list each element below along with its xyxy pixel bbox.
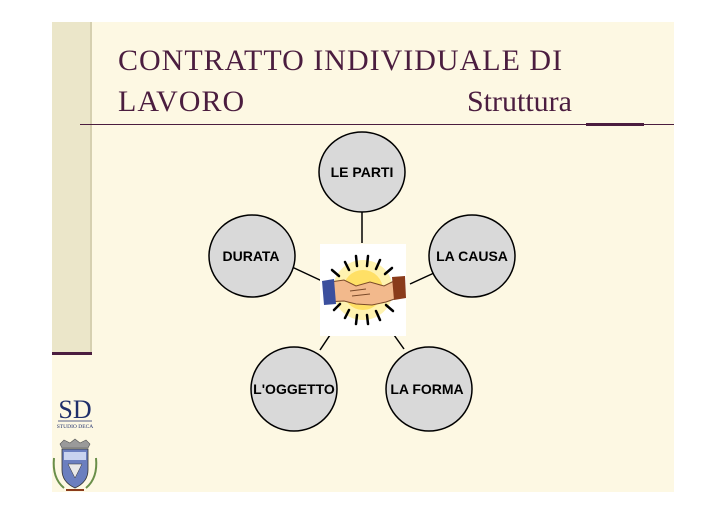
node-la-causa: LA CAUSA	[429, 215, 515, 297]
connector-durata	[292, 267, 322, 281]
node-label-l-oggetto: L'OGGETTO	[253, 381, 335, 397]
connector-causa	[410, 273, 434, 284]
node-label-durata: DURATA	[222, 248, 279, 264]
coat-of-arms-icon	[50, 438, 100, 496]
node-l-oggetto: L'OGGETTO	[251, 347, 337, 431]
connector-oggetto	[320, 335, 330, 350]
studio-logo: SD STUDIO DECA	[54, 392, 96, 430]
studio-logo-caption: STUDIO DECA	[57, 424, 94, 430]
handshake-icon	[320, 244, 406, 336]
node-la-forma: LA FORMA	[386, 347, 472, 431]
node-le-parti: LE PARTI	[319, 132, 405, 212]
node-label-le-parti: LE PARTI	[331, 164, 394, 180]
connector-forma	[394, 335, 404, 349]
studio-logo-monogram: SD	[58, 395, 91, 424]
node-durata: DURATA	[209, 215, 295, 297]
node-label-la-forma: LA FORMA	[390, 381, 463, 397]
node-label-la-causa: LA CAUSA	[436, 248, 508, 264]
